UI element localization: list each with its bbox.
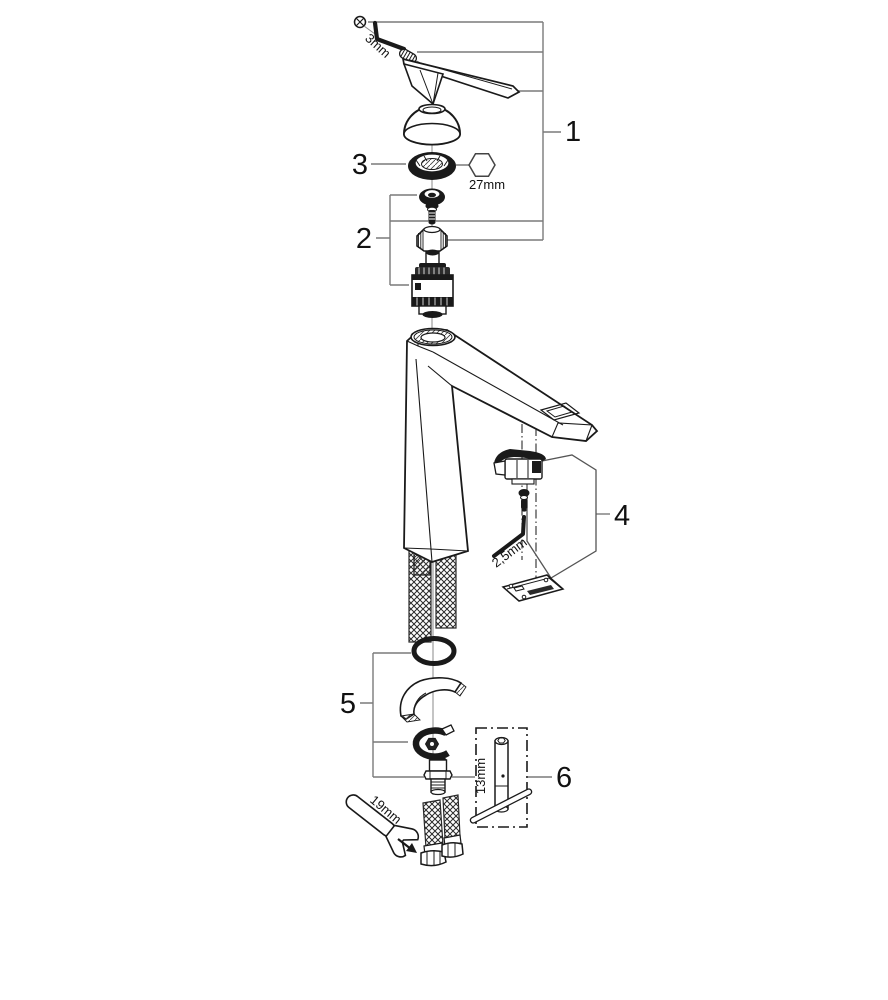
- o-ring: [411, 636, 457, 666]
- mounting-base-plate: [501, 574, 565, 602]
- callout-3-leader: [371, 163, 469, 166]
- callout-1-label: 1: [565, 116, 581, 148]
- socket-tool-box: [475, 727, 528, 828]
- allen-key-2-5mm-icon: [492, 515, 526, 558]
- callout-4-label: 4: [614, 500, 630, 532]
- callout-1-bracket: [368, 21, 561, 241]
- cap-ring-nut: [408, 152, 456, 180]
- callout-6-label: 6: [556, 762, 572, 794]
- mounting-kit-box: [526, 454, 597, 579]
- callout-2-label: 2: [356, 223, 372, 255]
- callout-2-bracket: [376, 194, 417, 286]
- dim-3mm: 3mm: [362, 30, 394, 60]
- dim-2-5mm: 2,5mm: [489, 534, 530, 570]
- mounting-clamp: [493, 449, 546, 485]
- dim-27mm: 27mm: [469, 177, 505, 192]
- cartridge-cap-nut: [416, 225, 448, 252]
- allen-key-3mm-icon: [372, 20, 407, 52]
- handle-set-screw: [353, 15, 376, 35]
- mousseur-aerator: [423, 756, 453, 796]
- callout-5-bracket: [360, 652, 424, 778]
- cartridge-screw: [425, 202, 439, 225]
- spout-insert: [399, 677, 467, 723]
- retainer-clip: [412, 724, 455, 760]
- handle-dome-cap: [402, 103, 462, 146]
- wrench-19mm-icon: [345, 794, 420, 858]
- lever-handle: [401, 57, 521, 106]
- seal-ring: [419, 188, 445, 206]
- dim-13mm: 13mm: [473, 758, 488, 794]
- socket-tool-13mm: [469, 736, 533, 824]
- mounting-screw: [518, 489, 530, 512]
- hose-nuts: [420, 794, 464, 867]
- hex-27mm-icon: [468, 152, 496, 178]
- callout-5-label: 5: [340, 688, 356, 720]
- cartridge: [411, 249, 454, 318]
- callout-3-label: 3: [352, 149, 368, 181]
- faucet-body: [403, 327, 599, 563]
